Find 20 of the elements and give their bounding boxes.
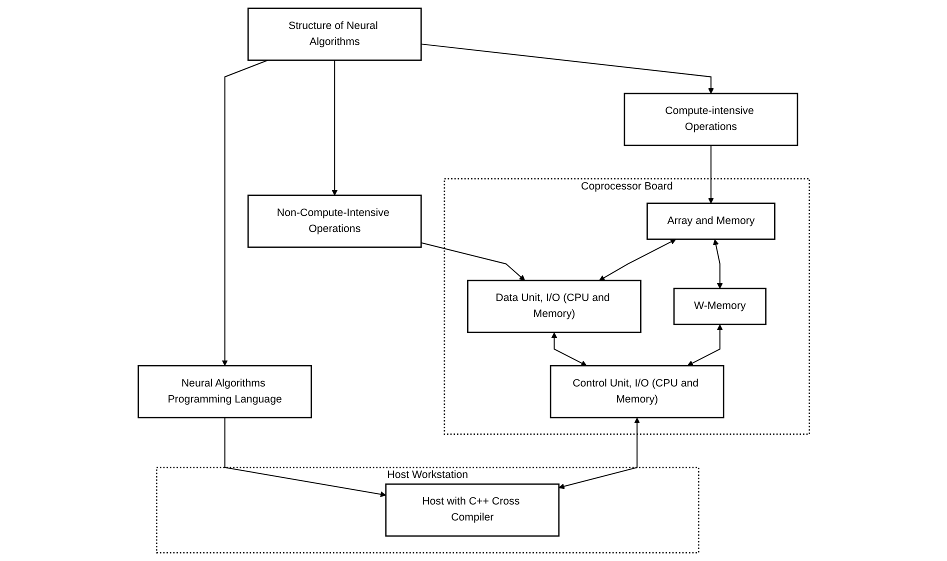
node-box: W-Memory	[673, 288, 766, 326]
arrow	[598, 239, 676, 281]
arrow	[224, 417, 386, 498]
node-box: Compute-intensive Operations	[623, 92, 798, 146]
node-box: Array and Memory	[646, 202, 776, 240]
arrow	[708, 144, 714, 204]
node-box: Data Unit, I/O (CPU and Memory)	[466, 280, 642, 334]
arrow	[420, 242, 525, 281]
arrow	[550, 332, 586, 366]
arrow	[558, 418, 640, 490]
node-box: Host with C++ Cross Compiler	[384, 483, 560, 537]
arrow	[712, 239, 722, 289]
arrow	[420, 44, 714, 94]
arrow	[331, 60, 338, 196]
node-box: Structure of Neural Algorithms	[247, 8, 422, 61]
node-box: Neural Algorithms Programming Language	[137, 365, 312, 418]
arrow	[686, 324, 722, 366]
node-box: Non-Compute-Intensive Operations	[247, 194, 422, 248]
node-box: Control Unit, I/O (CPU and Memory)	[550, 365, 724, 418]
arrow	[222, 60, 268, 366]
